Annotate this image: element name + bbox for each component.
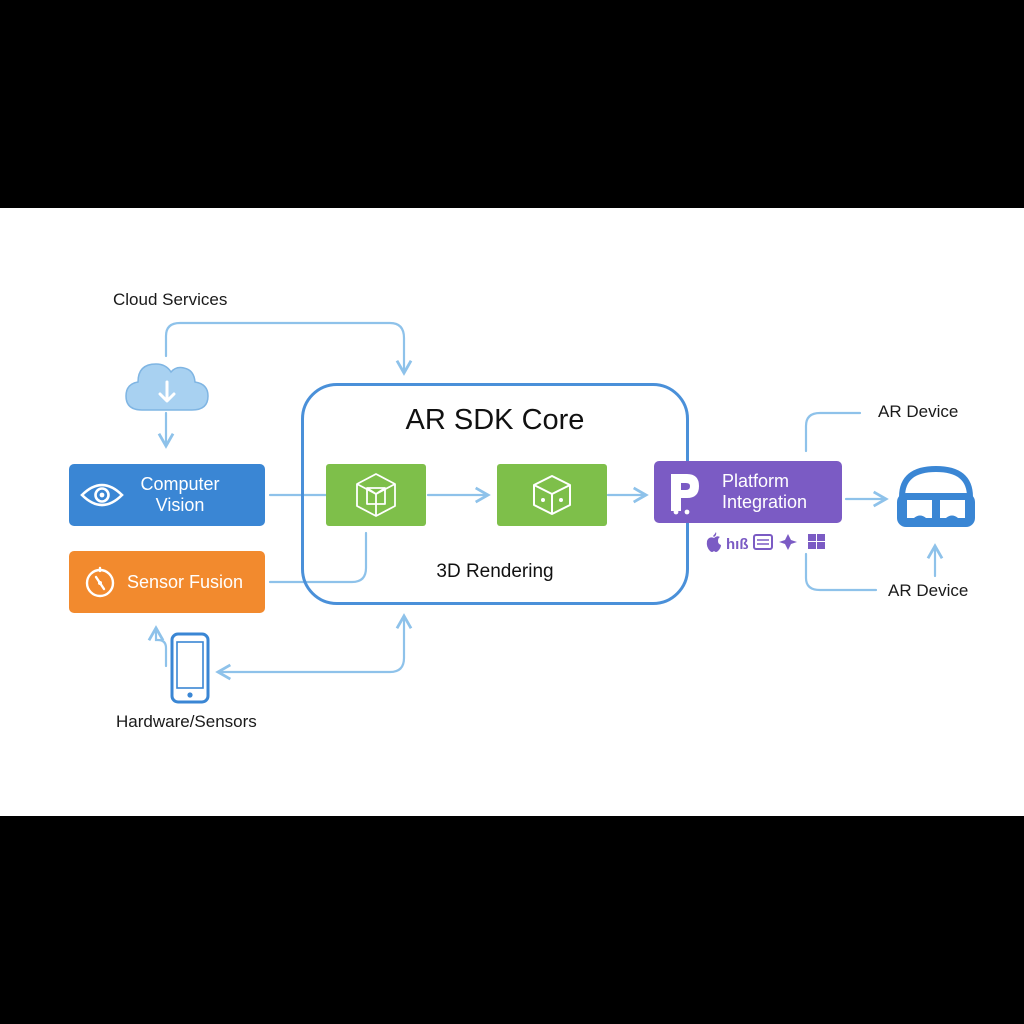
windows-icon [808,534,825,549]
hardware-to-fusion-arrow [147,625,168,668]
platform-logo-icon [671,474,699,515]
connector-lines [147,321,944,681]
cube-icon [533,475,571,515]
platform-integration-node: Platform Integration [654,461,842,523]
fusion-to-core-line [268,531,368,584]
computer-vision-node: Computer Vision [69,464,265,526]
ar-device-bottom-line [804,552,878,592]
ar-device-top-line [804,411,862,453]
core-subtitle: 3D Rendering [436,561,554,582]
smartphone-icon [170,632,210,704]
ar-device-bottom-label: AR Device [888,581,969,600]
compass-icon [85,566,115,598]
eye-icon [80,483,124,507]
unity-icon [779,534,797,550]
wireframe-cube-icon [356,473,396,517]
platform-integration-label: Platform Integration [722,471,808,512]
wireframe-render-node [326,464,426,526]
cloud-to-core-arrow [164,321,413,376]
platform-icons-row: hıß [706,532,825,553]
hardware-sensors-label: Hardware/Sensors [116,712,257,731]
ar-device-top-label: AR Device [878,402,959,421]
apple-icon [706,532,721,552]
diagram-canvas: Cloud Services Hardware/Sensors AR Devic… [0,208,1024,816]
vr-headset-icon [897,465,975,527]
sensor-fusion-label: Sensor Fusion [127,571,244,592]
sensor-fusion-node: Sensor Fusion [69,551,265,613]
computer-vision-label: Computer Vision [140,474,220,515]
linux-icon [753,534,773,550]
core-title: AR SDK Core [405,404,585,436]
cloud-download-icon [125,363,209,411]
cube-render-node [497,464,607,526]
cloud-services-label: Cloud Services [113,290,228,309]
android-icon: hıß [726,536,749,553]
hardware-core-arrow [215,613,413,681]
